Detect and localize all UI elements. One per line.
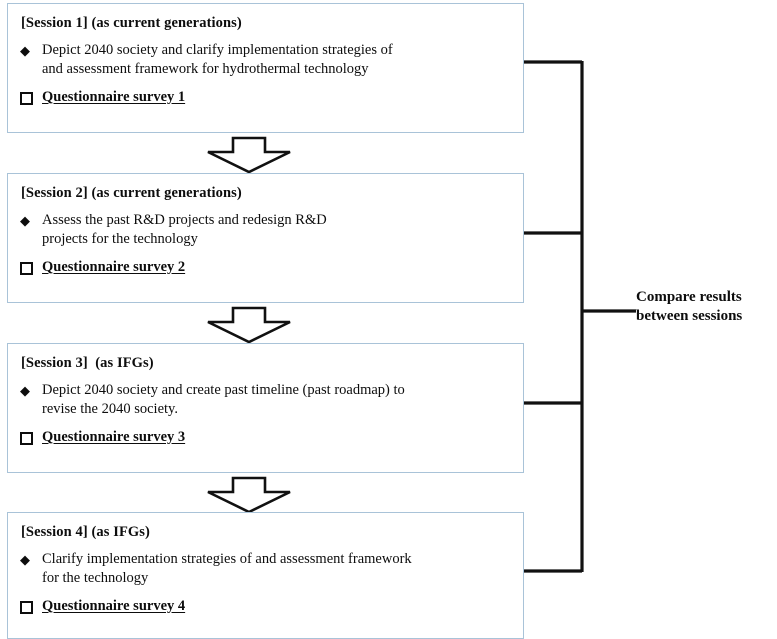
session-title-4: [Session 4] (as IFGs) (21, 524, 150, 540)
survey-label-1: Questionnaire survey 1 (42, 88, 186, 105)
session-bullet-text-2: Assess the past R&D projects and redesig… (42, 212, 327, 247)
session-box-3[interactable]: [Session 3] (as IFGs) ◆ Depict 2040 soci… (7, 343, 524, 473)
session-box-2[interactable]: [Session 2] (as current generations) ◆ A… (7, 173, 524, 303)
session-bullet-2: ◆ Assess the past R&D projects and redes… (20, 211, 511, 249)
diamond-bullet-icon: ◆ (20, 383, 30, 398)
session-title-1: [Session 1] (as current generations) (21, 15, 242, 31)
compare-bracket (524, 56, 644, 581)
diamond-bullet-icon: ◆ (20, 213, 30, 228)
survey-row-2[interactable]: Questionnaire survey 2 (20, 258, 511, 277)
session-bullet-text-4: Clarify implementation strategies of and… (42, 551, 412, 586)
checkbox-square-icon (20, 88, 42, 105)
survey-label-4: Questionnaire survey 4 (42, 597, 186, 614)
compare-results-label: Compare results between sessions (636, 289, 743, 324)
session-title-3: [Session 3] (as IFGs) (21, 355, 154, 371)
diamond-bullet-icon: ◆ (20, 43, 30, 58)
session-bullet-3: ◆ Depict 2040 society and create past ti… (20, 381, 511, 419)
checkbox-square-icon (20, 258, 42, 275)
session-title-2: [Session 2] (as current generations) (21, 185, 242, 201)
survey-label-3: Questionnaire survey 3 (42, 428, 186, 445)
session-bullet-4: ◆ Clarify implementation strategies of a… (20, 550, 511, 588)
checkbox-square-icon (20, 428, 42, 445)
survey-row-4[interactable]: Questionnaire survey 4 (20, 597, 511, 616)
checkbox-square-icon (20, 597, 42, 614)
session-box-1[interactable]: [Session 1] (as current generations) ◆ D… (7, 3, 524, 133)
down-arrow-2 (206, 306, 292, 344)
survey-label-2: Questionnaire survey 2 (42, 258, 186, 275)
session-box-4[interactable]: [Session 4] (as IFGs) ◆ Clarify implemen… (7, 512, 524, 639)
diamond-bullet-icon: ◆ (20, 552, 30, 567)
survey-row-3[interactable]: Questionnaire survey 3 (20, 428, 511, 447)
down-arrow-3 (206, 476, 292, 514)
down-arrow-1 (206, 136, 292, 174)
session-bullet-text-1: Depict 2040 society and clarify implemen… (42, 42, 393, 77)
session-bullet-text-3: Depict 2040 society and create past time… (42, 382, 405, 417)
survey-row-1[interactable]: Questionnaire survey 1 (20, 88, 511, 107)
session-bullet-1: ◆ Depict 2040 society and clarify implem… (20, 41, 511, 79)
